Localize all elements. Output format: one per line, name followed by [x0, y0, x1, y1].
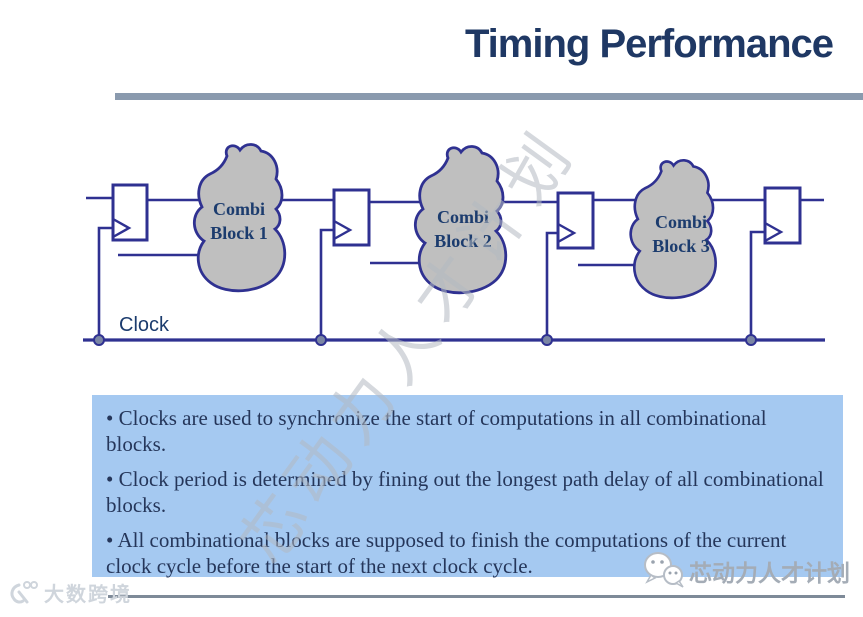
bottom-rule: [108, 595, 845, 598]
flip-flop-1: [111, 183, 149, 242]
combi-block-2-label-line1: Combi: [436, 207, 489, 227]
bottom-left-logo-text: 大数跨境: [44, 584, 132, 606]
combi-block-1-label-line2: Block 1: [210, 223, 268, 244]
bottom-left-logo: 大数跨境: [6, 578, 132, 607]
clock-junction-dots: [93, 334, 757, 346]
dashu-logo-icon: [10, 580, 38, 604]
bullet-2: • Clock period is determined by fining o…: [106, 467, 824, 518]
flip-flop-3: [556, 191, 595, 250]
wechat-icon: [644, 552, 684, 588]
combi-block-1-label-line1: Combi: [212, 199, 265, 219]
combi-block-2-label-line2: Block 2: [434, 231, 492, 252]
bullet-3: • All combinational blocks are supposed …: [106, 528, 787, 579]
combi-block-3-label-line2: Block 3: [652, 236, 710, 257]
flip-flop-4: [763, 186, 802, 245]
combi-block-3-label: Combi Block 3: [625, 210, 737, 259]
clock-label: Clock: [119, 314, 170, 336]
bullet-1: • Clocks are used to synchronize the sta…: [106, 406, 767, 457]
combi-block-1-label: Combi Block 1: [183, 197, 295, 246]
bottom-right-watermark: 芯动力人才计划: [642, 551, 850, 591]
combi-block-2-label: Combi Block 2: [407, 205, 519, 254]
combi-block-3-label-line1: Combi: [654, 212, 707, 232]
notes-panel: • Clocks are used to synchronize the sta…: [92, 395, 843, 579]
bottom-right-watermark-text: 芯动力人才计划: [689, 560, 850, 586]
page-title: Timing Performance: [464, 22, 834, 66]
title-underline-rule: [115, 93, 863, 100]
flip-flop-2: [332, 188, 371, 247]
